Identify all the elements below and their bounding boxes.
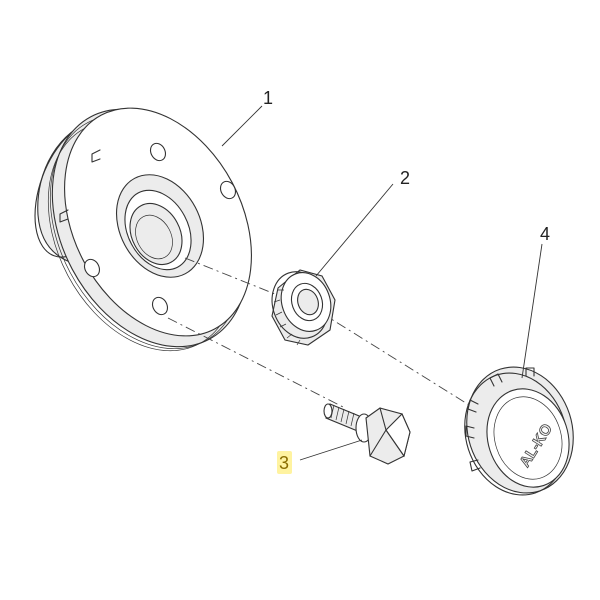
leader-lines (221, 105, 543, 461)
callout-1: 1 (263, 88, 273, 108)
axis-line-hub-to-nut (184, 257, 286, 299)
leader-line-2 (315, 183, 394, 277)
axis-line-hole-to-bolt (167, 317, 346, 409)
leader-line-4 (521, 243, 543, 379)
callout-4: 4 (540, 224, 550, 244)
callout-2: 2 (400, 168, 410, 188)
nut-part (271, 269, 336, 346)
leader-line-1 (221, 105, 263, 147)
leader-line-3 (299, 439, 363, 461)
callout-3: 3 (279, 453, 289, 473)
axis-lines (167, 257, 491, 419)
bolt-part (323, 403, 411, 465)
hub-part (34, 107, 252, 352)
cap-part: AL-KO (464, 366, 574, 496)
axis-line-nut-to-cap (319, 311, 491, 419)
callout-3-highlight (277, 451, 292, 474)
callouts: 1 2 3 4 (263, 88, 550, 474)
